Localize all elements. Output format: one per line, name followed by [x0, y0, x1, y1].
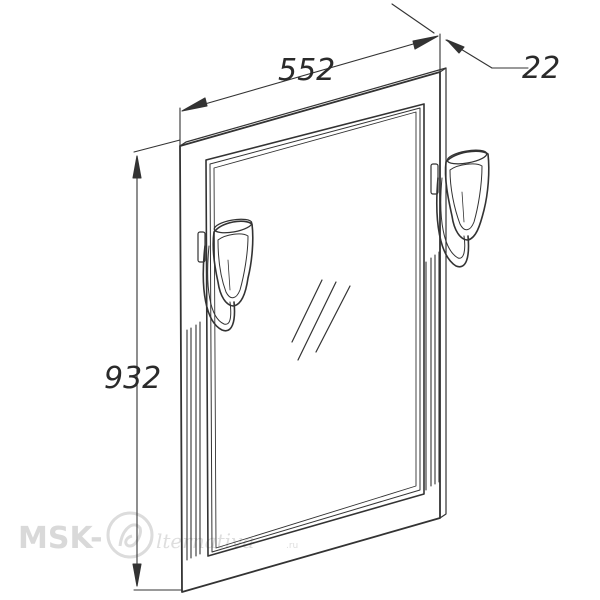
height-dimension-label: 932 — [104, 361, 161, 396]
watermark-logo-icon — [106, 511, 154, 559]
height-dimension — [132, 139, 183, 591]
left-wall-sconce-icon — [197, 218, 254, 332]
width-dimension-label: 552 — [278, 53, 335, 88]
width-dimension — [179, 3, 441, 147]
mirror-frame — [179, 67, 447, 593]
watermark-brand: MSK- — [18, 521, 103, 556]
frame-groove-lines — [186, 251, 440, 561]
depth-dimension-label: 22 — [522, 51, 560, 86]
depth-dimension — [445, 39, 529, 69]
right-wall-sconce-icon — [430, 149, 490, 268]
watermark-tld: .ru — [286, 541, 298, 551]
watermark: MSK- lternativa .ru — [18, 511, 298, 559]
mirror-glass-reflection — [291, 279, 351, 361]
